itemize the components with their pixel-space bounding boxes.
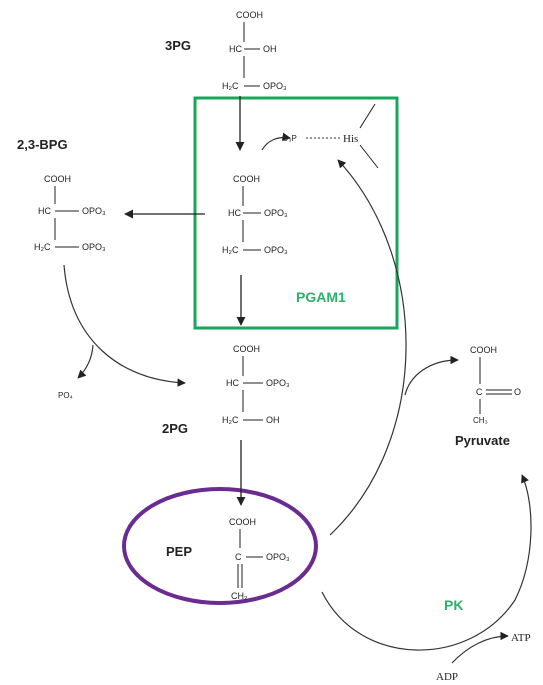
3pg-cooh: COOH [236, 10, 263, 20]
svg-text:OPO₃: OPO₃ [264, 208, 288, 218]
molecule-2pg: COOH HC OPO₃ H₂C OH [222, 344, 290, 425]
svg-text:C: C [476, 387, 483, 397]
enzyme-pgam1: PGAM1 [296, 289, 346, 305]
svg-text:OPO₃: OPO₃ [264, 245, 288, 255]
svg-text:OH: OH [266, 415, 280, 425]
label-po4: PO₄ [58, 391, 73, 400]
svg-text:HC: HC [226, 378, 239, 388]
molecule-pep: COOH C OPO₃ CH₂ [229, 517, 290, 601]
molecule-pyruvate: COOH C O CH₃ [470, 345, 521, 425]
svg-text:COOH: COOH [229, 517, 256, 527]
svg-text:COOH: COOH [44, 174, 71, 184]
svg-text:O: O [514, 387, 521, 397]
svg-text:COOH: COOH [470, 345, 497, 355]
enzyme-pk: PK [444, 597, 463, 613]
o3p-text: O₃P [282, 134, 297, 143]
svg-text:CH₂: CH₂ [231, 591, 248, 601]
label-3pg: 3PG [165, 38, 191, 53]
molecule-3pg: COOH HC OH H₂C OPO₃ [222, 10, 287, 91]
svg-text:HC: HC [38, 206, 51, 216]
svg-text:OPO₃: OPO₃ [266, 552, 290, 562]
svg-text:H₂C: H₂C [222, 245, 239, 255]
label-23bpg: 2,3-BPG [17, 137, 68, 152]
svg-text:HC: HC [228, 208, 241, 218]
label-pyruvate: Pyruvate [455, 433, 510, 448]
pep-circle [122, 487, 318, 605]
svg-text:OPO₃: OPO₃ [266, 378, 290, 388]
svg-text:COOH: COOH [233, 344, 260, 354]
3pg-hc: HC [229, 44, 242, 54]
label-atp: ATP [511, 632, 531, 644]
svg-text:COOH: COOH [233, 174, 260, 184]
svg-text:H₂C: H₂C [34, 242, 51, 252]
label-pep: PEP [166, 544, 192, 559]
label-2pg: 2PG [162, 421, 188, 436]
3pg-opo3: OPO₃ [263, 81, 287, 91]
svg-text:C: C [235, 552, 242, 562]
molecule-intermediate-bpg: COOH HC OPO₃ H₂C OPO₃ [222, 174, 288, 255]
svg-text:OPO₃: OPO₃ [82, 242, 106, 252]
svg-text:CH₃: CH₃ [473, 416, 488, 425]
3pg-oh: OH [263, 44, 277, 54]
molecule-23bpg: COOH HC OPO₃ H₂C OPO₃ [34, 174, 106, 252]
pgam1-box [193, 96, 399, 330]
his-text: His [343, 133, 358, 145]
svg-text:OPO₃: OPO₃ [82, 206, 106, 216]
3pg-h2c: H₂C [222, 81, 239, 91]
svg-text:H₂C: H₂C [222, 415, 239, 425]
label-adp: ADP [436, 671, 458, 683]
